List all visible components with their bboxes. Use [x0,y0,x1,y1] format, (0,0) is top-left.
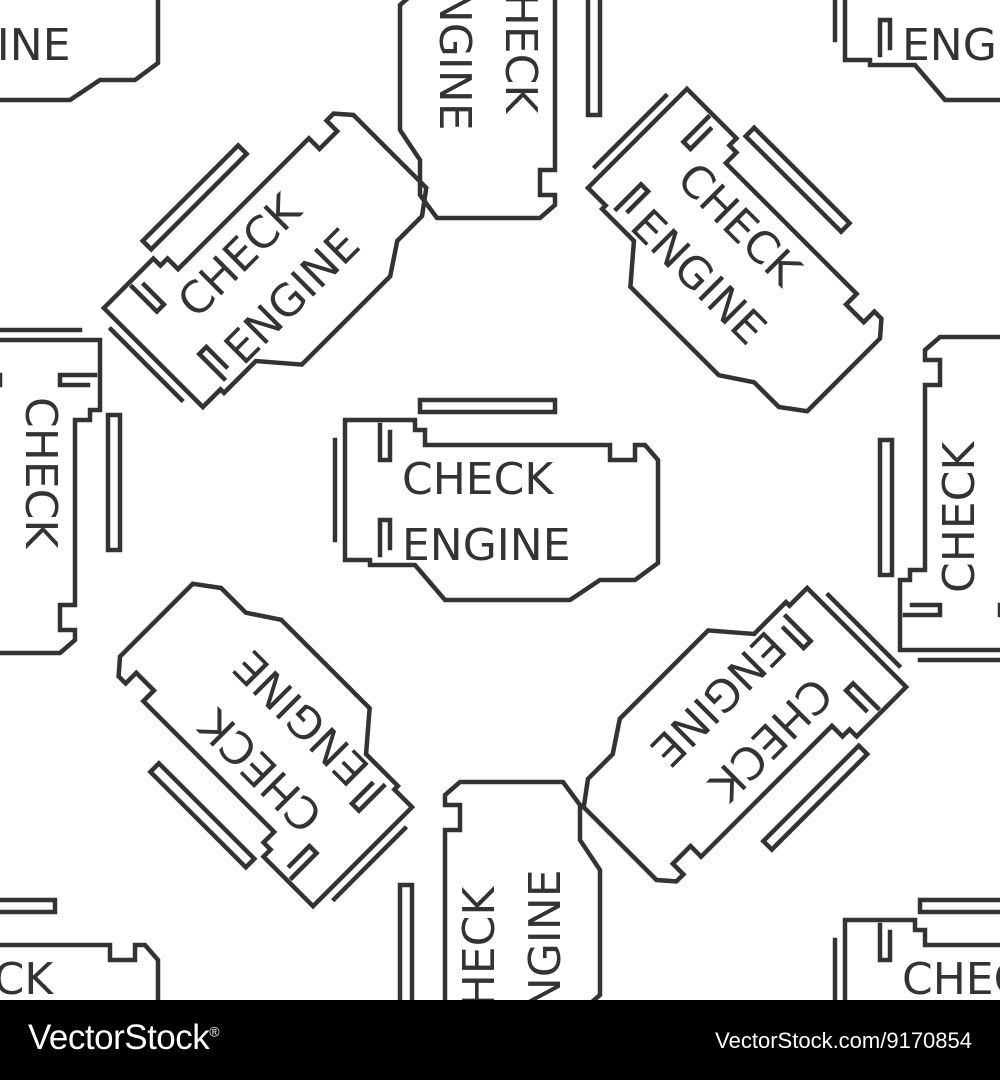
engine-label-engine: ENGINE [520,869,571,1000]
check-engine-pattern: CHECK ENGINE CHECK ENGINE CHECK ENGINE CHECK EN… [0,0,1000,1000]
engine-label-check: CHECK [934,441,985,593]
engine-label-engine: ENGINE [402,520,571,571]
check-engine-icon: CHECK ENGINE [335,400,658,600]
check-engine-icon: CHECK ENGINE [400,0,600,218]
engine-label-check: CHECK [0,0,54,5]
check-engine-icon: CHECK ENGINE [0,0,158,100]
image-id-url: VectorStock.com/9170854 [715,1028,972,1053]
registered-mark: ® [209,1023,220,1040]
check-engine-icon: CHECK ENGINE [835,0,1000,100]
watermark-footer: VectorStock® VectorStock.com/9170854 [0,1000,1000,1080]
engine-label-check: CHECK [902,954,1000,1000]
engine-label-check: CHECK [902,0,1000,5]
engine-label-engine: ENGINE [902,20,1000,71]
vectorstock-logo: VectorStock® [28,1018,220,1058]
engine-label-engine: ENGINE [0,20,71,71]
engine-label-check: CHECK [0,954,54,1000]
engine-label-check: CHECK [495,0,546,114]
engine-label-check: CHECK [15,397,66,549]
engine-label-check: CHECK [402,454,554,505]
check-engine-icon: CHECK ENGINE [400,782,600,1000]
engine-label-check: CHECK [454,886,505,1000]
engine-label-engine: ENGINE [429,0,480,131]
pattern-canvas: CHECK ENGINE CHECK ENGINE CHECK ENGINE CHECK EN… [0,0,1000,1000]
brand-name: VectorStock [28,1018,210,1057]
